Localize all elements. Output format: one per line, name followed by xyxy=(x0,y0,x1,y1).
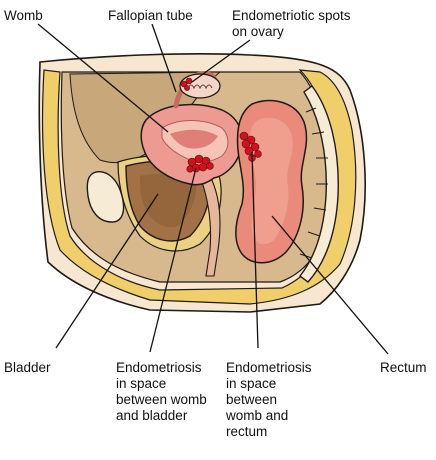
endometriosis-womb-rectum-lesion xyxy=(239,131,262,162)
label-line: between xyxy=(226,392,278,407)
label-line: Endometriosis xyxy=(116,360,202,375)
rectum-leader-line xyxy=(271,215,389,355)
label-endometriotic-spots-on-ovary: Endometriotic spots on ovary xyxy=(232,8,351,40)
bladder-inner-shade xyxy=(140,173,197,228)
ovary-endometriotic-spots xyxy=(180,77,193,91)
endo-womb-bladder-leader-line xyxy=(149,167,197,353)
fat-layer-outer xyxy=(41,69,357,305)
label-womb: Womb xyxy=(4,8,43,23)
leader-lines xyxy=(37,23,389,355)
vaginal-canal xyxy=(201,175,221,277)
label-line: in space xyxy=(226,376,277,391)
ovary-spots-leader-line xyxy=(191,39,251,83)
pubic-bone xyxy=(86,171,125,223)
label-line: womb and xyxy=(226,408,289,423)
rectum-inner-shade xyxy=(250,117,293,245)
sacrum-spine xyxy=(299,85,339,283)
label-line: rectum xyxy=(226,424,268,439)
label-bladder: Bladder xyxy=(4,360,51,375)
label-rectum: Rectum xyxy=(380,360,427,375)
endo-womb-rectum-leader-line xyxy=(251,151,259,349)
label-fallopian-tube: Fallopian tube xyxy=(108,8,193,23)
label-endometriosis-between-womb-and-bladder: Endometriosis in space between womb and … xyxy=(116,360,207,424)
fallopian-tube-leader-line xyxy=(151,23,177,93)
label-line: and bladder xyxy=(116,408,188,423)
endometriosis-womb-bladder-lesion xyxy=(186,154,214,173)
label-line: Endometriotic spots xyxy=(232,8,351,23)
label-endometriosis-between-womb-and-rectum: Endometriosis in space between womb and … xyxy=(226,360,312,440)
label-line: in space xyxy=(116,376,167,391)
label-line: between womb xyxy=(116,392,207,407)
ovary-texture xyxy=(187,84,213,90)
bladder-leader-line xyxy=(55,193,159,349)
womb-cavity-line xyxy=(170,129,218,149)
label-line: on ovary xyxy=(232,24,284,39)
label-line: Endometriosis xyxy=(226,360,312,375)
womb-leader-line xyxy=(37,23,169,133)
